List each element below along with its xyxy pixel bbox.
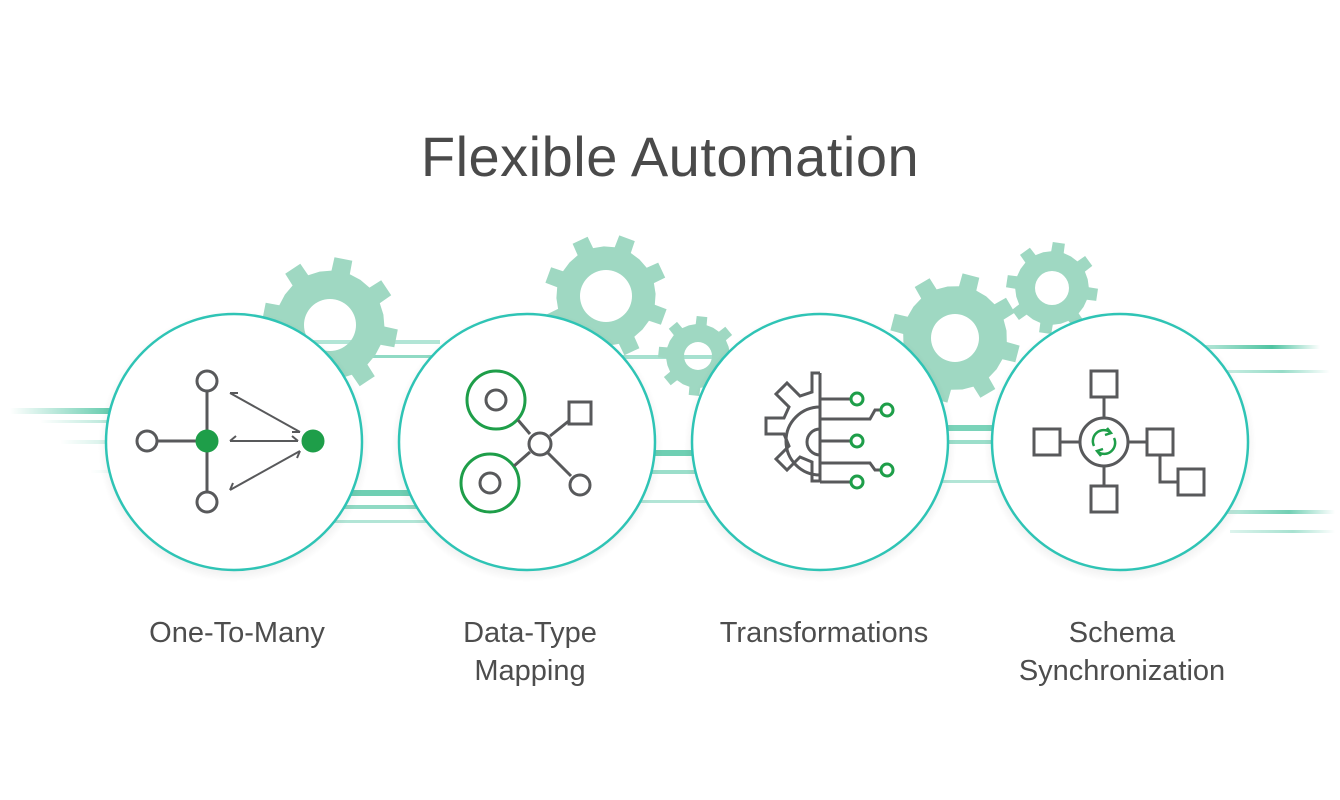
streak bbox=[1230, 530, 1335, 533]
transformations-icon bbox=[764, 371, 895, 490]
streak bbox=[1210, 370, 1330, 373]
page-title: Flexible Automation bbox=[420, 125, 920, 188]
feature-label-transformations: Transformations bbox=[684, 614, 964, 652]
feature-label-line: Synchronization bbox=[1018, 655, 1226, 687]
streak bbox=[930, 480, 1030, 483]
feature-label-one-to-many: One-To-Many bbox=[97, 614, 377, 652]
feature-label-line: Schema bbox=[1068, 617, 1176, 649]
streak bbox=[920, 425, 1040, 431]
streak bbox=[1220, 510, 1335, 514]
feature-label-line: One-To-Many bbox=[149, 617, 325, 649]
schema-synchronization-icon bbox=[1032, 369, 1206, 514]
data-type-mapping-icon bbox=[459, 369, 593, 514]
feature-label-line: Transformations bbox=[719, 617, 929, 649]
streak bbox=[610, 470, 750, 474]
streak bbox=[620, 500, 750, 503]
feature-circle bbox=[397, 312, 657, 572]
feature-label-line: Data-Type bbox=[463, 617, 597, 649]
streak bbox=[920, 440, 1030, 444]
feature-label-line: Mapping bbox=[474, 655, 586, 687]
one-to-many-icon bbox=[135, 369, 325, 514]
gear-icon bbox=[1006, 242, 1098, 334]
feature-label-data-type-mapping: Data-Type Mapping bbox=[390, 614, 670, 690]
streak bbox=[330, 520, 470, 523]
streak bbox=[620, 450, 740, 456]
streak bbox=[340, 505, 460, 509]
streak bbox=[1200, 345, 1320, 349]
streak bbox=[300, 355, 450, 358]
gears-layer bbox=[262, 235, 1098, 403]
feature-label-schema-synchronization: Schema Synchronization bbox=[982, 614, 1262, 690]
